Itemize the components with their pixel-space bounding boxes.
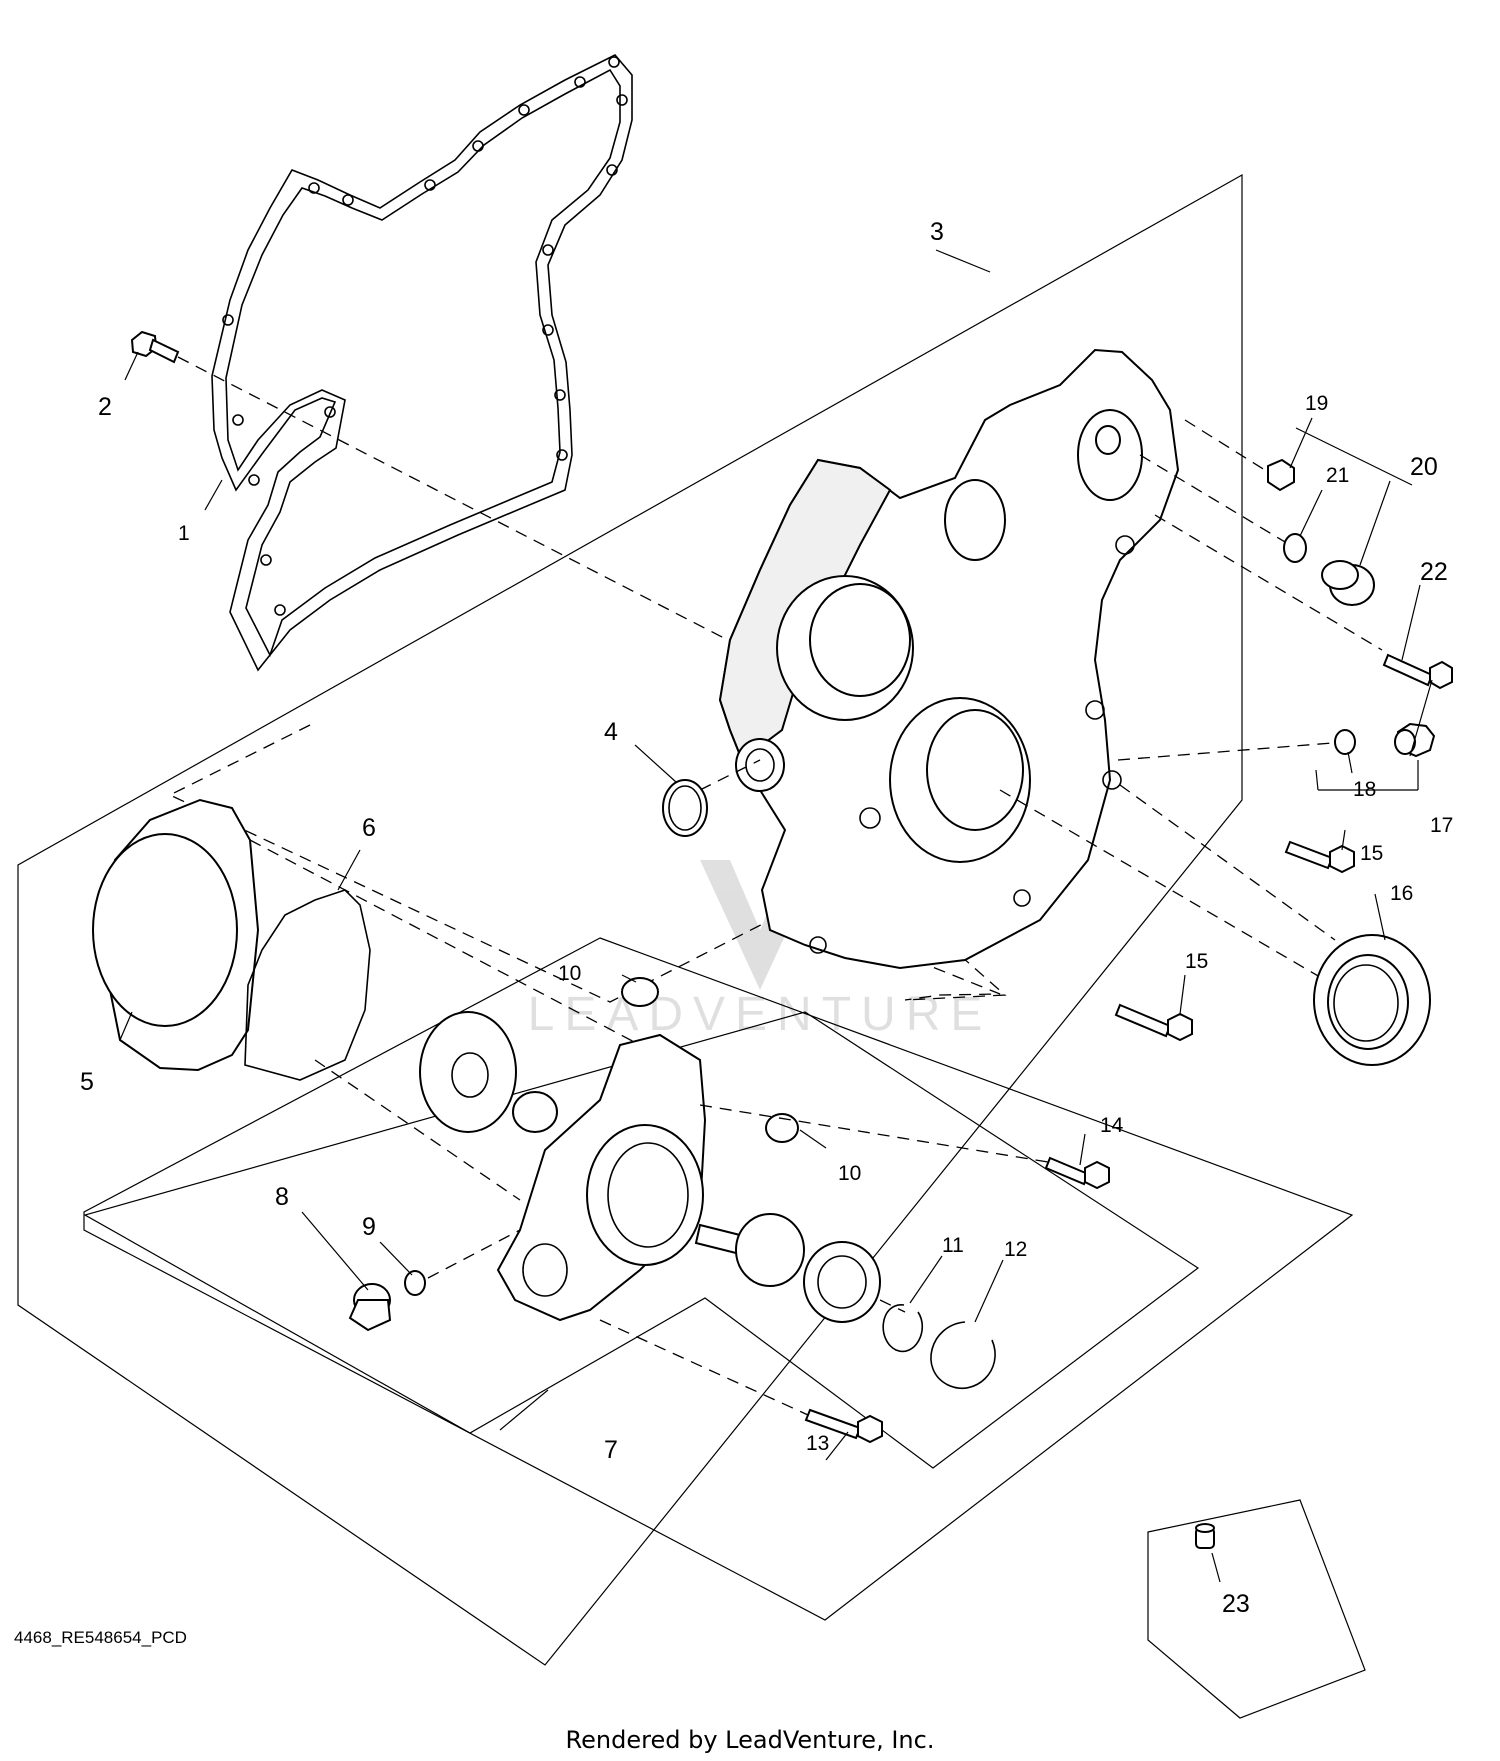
pump-shaft [694, 1213, 805, 1287]
callout-4: 4 [604, 718, 618, 746]
front-cover-assembly-frame [17, 173, 1243, 1666]
leader-5-6 [249, 839, 641, 1046]
callout-9: 9 [362, 1213, 376, 1241]
callout-16: 16 [1390, 882, 1413, 905]
callout-6: 6 [362, 814, 376, 842]
plug-part-17 [1394, 722, 1436, 758]
callout-8: 8 [275, 1183, 289, 1211]
callout-11: 11 [942, 1234, 964, 1257]
o-ring-part-4 [662, 779, 708, 837]
kit-23-frame [1147, 1499, 1366, 1719]
bolt-2-leader [177, 356, 791, 673]
water-pump-subframe [83, 1011, 1200, 1469]
callout-5: 5 [80, 1068, 94, 1096]
watermark-text: LEADVENTURE [528, 988, 993, 1041]
callout-19: 19 [1305, 392, 1328, 415]
water-pump-plate-part-5 [92, 798, 260, 1072]
callout-7: 7 [604, 1436, 618, 1464]
callout-15-upper: 15 [1360, 842, 1383, 865]
callout-15-lower: 15 [1185, 950, 1208, 973]
diagram-code: 4468_RE548654_PCD [14, 1628, 187, 1647]
leader-9-pump [427, 1229, 521, 1279]
callout-10-right: 10 [838, 1162, 861, 1185]
o-ring-part-21 [1283, 533, 1307, 563]
callout-18: 18 [1353, 778, 1376, 801]
callout-1: 1 [178, 522, 190, 545]
leader-cover-16 [999, 789, 1326, 981]
leader-cover-15 [1119, 784, 1336, 941]
pump-bearing [803, 1241, 881, 1323]
leader-13 [599, 1319, 809, 1416]
bolt-part-15-upper [1284, 840, 1355, 874]
bearing-small [512, 1091, 558, 1133]
callout-22: 22 [1420, 558, 1448, 586]
leader-cover-20 [1139, 454, 1291, 546]
leader-cover-17 [1117, 741, 1346, 761]
callout-leaders [119, 249, 1433, 1583]
front-plate-gasket [211, 54, 633, 672]
water-pump-housing-part-7 [496, 1033, 707, 1322]
oil-seal-part-16 [1313, 934, 1431, 1066]
gasket-bolt-holes [222, 56, 628, 616]
nut-part-19 [1267, 458, 1295, 492]
callout-13: 13 [806, 1432, 829, 1455]
callout-14: 14 [1100, 1114, 1124, 1137]
retaining-ring-part-12 [930, 1321, 996, 1390]
leader-bearing-11 [879, 1299, 906, 1313]
water-pump-assembly-frame [83, 937, 1354, 1621]
callout-20: 20 [1410, 453, 1438, 481]
snap-ring-part-11 [882, 1304, 924, 1353]
bolt-part-2 [130, 330, 180, 364]
water-pump-gasket-part-6 [244, 889, 371, 1081]
bolt-part-22 [1382, 653, 1453, 690]
o-ring-part-9 [404, 1270, 426, 1296]
bolt-part-14 [1044, 1156, 1110, 1190]
plug-part-10-top [621, 977, 659, 1007]
callout-10-top: 10 [558, 962, 581, 985]
callout-12: 12 [1004, 1238, 1027, 1261]
plug-part-8 [348, 1283, 392, 1332]
leader-cover-22 [1154, 514, 1383, 651]
rendered-by-credit: Rendered by LeadVenture, Inc. [565, 1726, 935, 1754]
plug-part-20 [1321, 560, 1375, 606]
callout-17: 17 [1430, 814, 1453, 837]
callout-3: 3 [930, 218, 944, 246]
front-timing-cover [718, 348, 1180, 970]
leader-6-pump [314, 1059, 521, 1201]
callout-23: 23 [1222, 1590, 1250, 1618]
leader-14 [699, 1104, 1049, 1163]
leader-cover-19 [1184, 419, 1269, 473]
leader-cover-4 [699, 759, 761, 791]
o-ring-part-18 [1334, 729, 1356, 755]
impeller [419, 1011, 517, 1133]
front-plate-gasket-inner [225, 68, 621, 658]
dowel-pin-part-23 [1195, 1523, 1215, 1549]
bolt-part-13 [804, 1408, 883, 1444]
plug-part-10-right [765, 1113, 799, 1143]
callout-2: 2 [98, 393, 112, 421]
callout-21: 21 [1326, 464, 1349, 487]
